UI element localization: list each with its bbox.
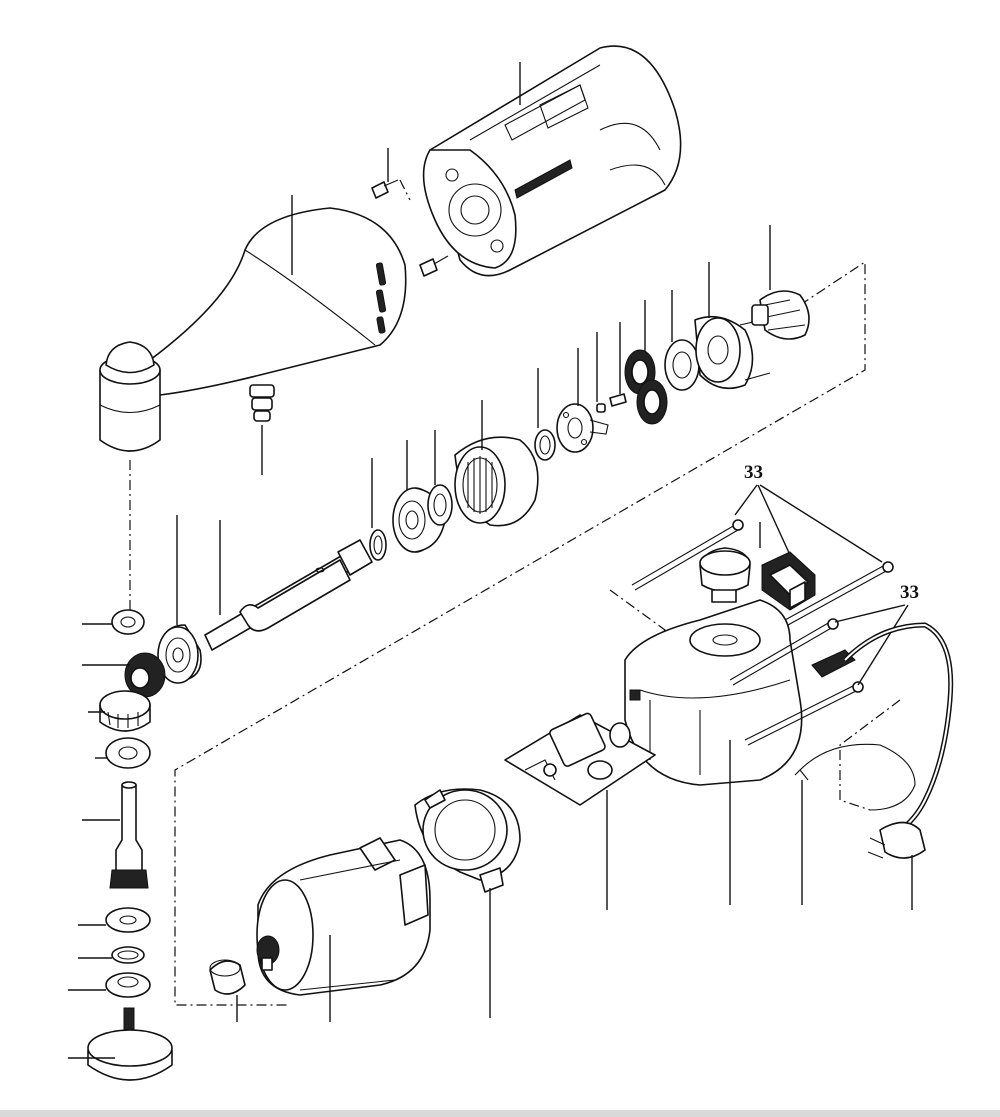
shaft-bearing-front xyxy=(157,624,202,684)
armature-shaft xyxy=(204,539,373,651)
through-bolt-1 xyxy=(631,519,744,591)
cable-clamp xyxy=(811,649,856,678)
callout-33-top: 33 xyxy=(744,462,763,483)
housing-adjust-screw xyxy=(249,384,275,422)
bearing-plate xyxy=(556,403,609,453)
brush-cap xyxy=(699,547,751,603)
motor-housing xyxy=(624,599,803,786)
motor-sleeve-ring xyxy=(209,959,246,995)
spindle-circlip xyxy=(111,946,145,964)
leader-33-top-a xyxy=(734,484,758,516)
power-cord xyxy=(843,622,954,833)
motor-stator xyxy=(256,837,431,996)
through-bolt-2 xyxy=(784,561,894,626)
spindle-washer xyxy=(105,907,151,933)
inner-flange xyxy=(105,972,151,998)
through-bolt-3 xyxy=(729,618,839,686)
switch-box xyxy=(761,551,816,611)
bevel-gear xyxy=(99,690,151,732)
bearing-bracket xyxy=(454,436,539,527)
leader-33-right-a xyxy=(834,604,906,623)
motor-pinion xyxy=(256,935,280,971)
circuit-board xyxy=(504,712,656,806)
stator-insulator xyxy=(414,788,521,893)
through-bolt-4 xyxy=(744,681,864,746)
pinion-gear xyxy=(124,652,166,698)
o-ring-mid xyxy=(534,429,556,461)
leader-33-top-b xyxy=(759,484,883,563)
small-pin-screw xyxy=(596,393,627,413)
fan-impeller xyxy=(751,290,810,340)
needle-bearing-top xyxy=(111,609,145,635)
front-gear-housing xyxy=(149,207,407,396)
leader-33-right-b xyxy=(857,604,909,686)
head-cap xyxy=(99,341,161,452)
wire-hook xyxy=(794,743,916,811)
power-plug xyxy=(867,821,926,859)
ring-gear-housing xyxy=(694,315,771,390)
backing-pad xyxy=(87,1007,173,1081)
rear-cover-screw-top xyxy=(371,179,399,199)
retaining-ring-small xyxy=(369,529,387,561)
spindle-bearing xyxy=(105,737,151,769)
output-spindle xyxy=(109,781,149,889)
leader-33-top-c xyxy=(757,484,791,556)
bearing-washer xyxy=(427,484,453,526)
bottom-rule xyxy=(0,1110,1000,1117)
rear-housing-cover xyxy=(422,45,682,277)
gear-washer xyxy=(664,339,700,391)
callout-33-right: 33 xyxy=(900,582,919,603)
planet-gear-lower xyxy=(636,379,668,425)
rear-cover-screw-bottom xyxy=(419,255,449,277)
